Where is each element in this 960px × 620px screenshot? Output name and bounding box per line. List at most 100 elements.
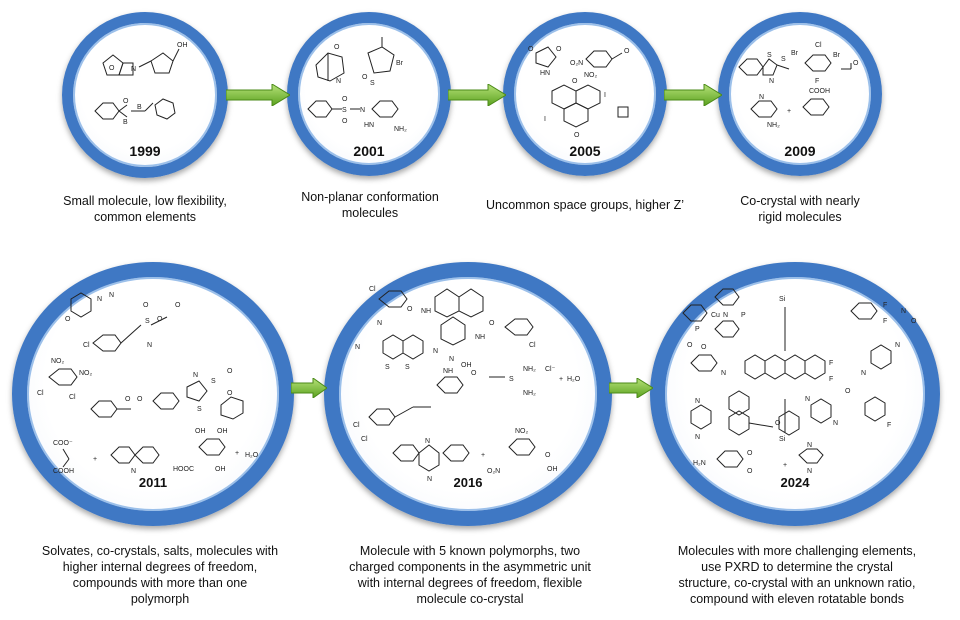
molecule-structures-2016: Cl O NH O NH Cl N N S S N N NH OH O [353, 286, 581, 483]
svg-text:N: N [449, 356, 454, 363]
milestone-circle-2001: O N Br S O S O O N HN NH₂ 2001 [287, 12, 451, 176]
svg-text:HN: HN [364, 122, 374, 129]
milestone-year: 2024 [780, 475, 810, 490]
svg-text:N: N [805, 396, 810, 403]
svg-text:COO⁻: COO⁻ [53, 440, 73, 447]
svg-text:O: O [227, 368, 233, 375]
svg-text:N: N [759, 94, 764, 101]
svg-text:N: N [807, 468, 812, 475]
svg-text:B: B [137, 104, 142, 111]
svg-text:S: S [342, 107, 347, 114]
svg-text:S: S [370, 80, 375, 87]
svg-text:N: N [131, 468, 136, 475]
milestone-caption-1999: Small molecule, low flexibility, common … [63, 194, 227, 224]
svg-text:S: S [767, 52, 772, 59]
svg-text:Cu: Cu [711, 312, 720, 319]
svg-text:Cl: Cl [529, 342, 536, 349]
svg-text:F: F [883, 318, 887, 325]
svg-text:O: O [572, 78, 578, 85]
svg-text:N: N [109, 292, 114, 299]
svg-text:I: I [604, 92, 606, 99]
molecule-structures-1999: O OH N O B B [94, 42, 188, 126]
milestone-caption-2001: Non-planar conformation molecules [301, 190, 439, 220]
arrow-right-icon [609, 378, 653, 398]
svg-text:OH: OH [547, 466, 558, 473]
milestone-circle-2011: O N N Cl O S O O N NO₂ NO₂ Cl Cl O O [12, 262, 294, 526]
arrow-right-icon [226, 84, 290, 106]
svg-text:+: + [787, 108, 791, 115]
svg-text:N: N [377, 320, 382, 327]
svg-text:Cl⁻: Cl⁻ [545, 366, 556, 373]
molecule-structures-2011: O N N Cl O S O O N NO₂ NO₂ Cl Cl O O [37, 292, 259, 475]
svg-text:HN: HN [540, 70, 550, 77]
svg-text:F: F [829, 376, 833, 383]
svg-text:O: O [747, 468, 753, 475]
svg-text:HOOC: HOOC [173, 466, 194, 473]
svg-text:COOH: COOH [53, 468, 74, 475]
milestone-caption-2016: Molecule with 5 known polymorphs, two ch… [349, 544, 591, 606]
arrow-right-icon [291, 378, 327, 398]
svg-text:N: N [336, 78, 341, 85]
svg-text:O: O [489, 320, 495, 327]
svg-text:N: N [721, 370, 726, 377]
svg-text:O: O [471, 370, 477, 377]
svg-text:O: O [342, 96, 348, 103]
svg-text:O: O [747, 450, 753, 457]
svg-text:S: S [509, 376, 514, 383]
svg-text:N: N [193, 372, 198, 379]
svg-text:NO₂: NO₂ [79, 370, 93, 377]
svg-text:O: O [687, 342, 693, 349]
svg-text:Br: Br [791, 50, 799, 57]
svg-text:O: O [556, 46, 562, 53]
svg-text:Cl: Cl [361, 436, 368, 443]
svg-text:O₂N: O₂N [570, 60, 583, 67]
arrow-right-icon [448, 84, 506, 106]
svg-text:NH: NH [443, 368, 453, 375]
svg-text:+: + [559, 376, 563, 383]
svg-text:OH: OH [195, 428, 206, 435]
svg-text:H₂O: H₂O [245, 452, 259, 459]
molecule-structures-2024: Cu P P N Si Si F F F F N O O O N [682, 288, 917, 475]
svg-text:H₂O: H₂O [567, 376, 581, 383]
milestone-year: 2016 [453, 475, 483, 490]
svg-text:N: N [360, 107, 365, 114]
svg-text:NO₂: NO₂ [51, 358, 65, 365]
svg-text:OH: OH [217, 428, 228, 435]
svg-text:S: S [197, 406, 202, 413]
svg-text:N: N [901, 308, 906, 315]
svg-text:N: N [97, 296, 102, 303]
svg-text:+: + [783, 462, 787, 469]
svg-text:N: N [425, 438, 430, 445]
svg-text:O: O [342, 118, 348, 125]
svg-text:O: O [125, 396, 131, 403]
milestone-year: 2001 [353, 143, 385, 159]
arrow-right-icon [664, 84, 722, 106]
svg-text:O: O [123, 98, 129, 105]
svg-text:O: O [407, 306, 413, 313]
milestone-circle-1999: O OH N O B B 1999 [62, 12, 228, 178]
molecule-structures-2005: O O HN O₂N NO₂ O O O I I [528, 46, 630, 139]
svg-text:Cl: Cl [369, 286, 376, 293]
svg-text:Br: Br [396, 60, 404, 67]
svg-text:NH₂: NH₂ [394, 126, 407, 133]
svg-text:Cl: Cl [69, 394, 76, 401]
svg-text:N: N [433, 348, 438, 355]
svg-text:O: O [574, 132, 580, 139]
milestone-caption-2024: Molecules with more challenging elements… [677, 544, 917, 606]
svg-text:O: O [528, 46, 534, 53]
svg-text:OH: OH [215, 466, 226, 473]
svg-text:+: + [93, 456, 97, 463]
svg-text:N: N [723, 312, 728, 319]
milestone-circle-2016: Cl O NH O NH Cl N N S S N N NH OH O [324, 262, 612, 526]
svg-text:N: N [131, 66, 136, 73]
svg-text:O: O [157, 316, 163, 323]
svg-text:O: O [143, 302, 149, 309]
svg-text:F: F [887, 422, 891, 429]
milestone-caption-2011: Solvates, co-crystals, salts, molecules … [41, 544, 279, 606]
svg-text:O: O [624, 48, 630, 55]
svg-text:O: O [175, 302, 181, 309]
svg-text:B: B [123, 119, 128, 126]
svg-text:OH: OH [177, 42, 188, 49]
milestone-caption-2009: Co-crystal with nearly rigid molecules [740, 194, 860, 224]
